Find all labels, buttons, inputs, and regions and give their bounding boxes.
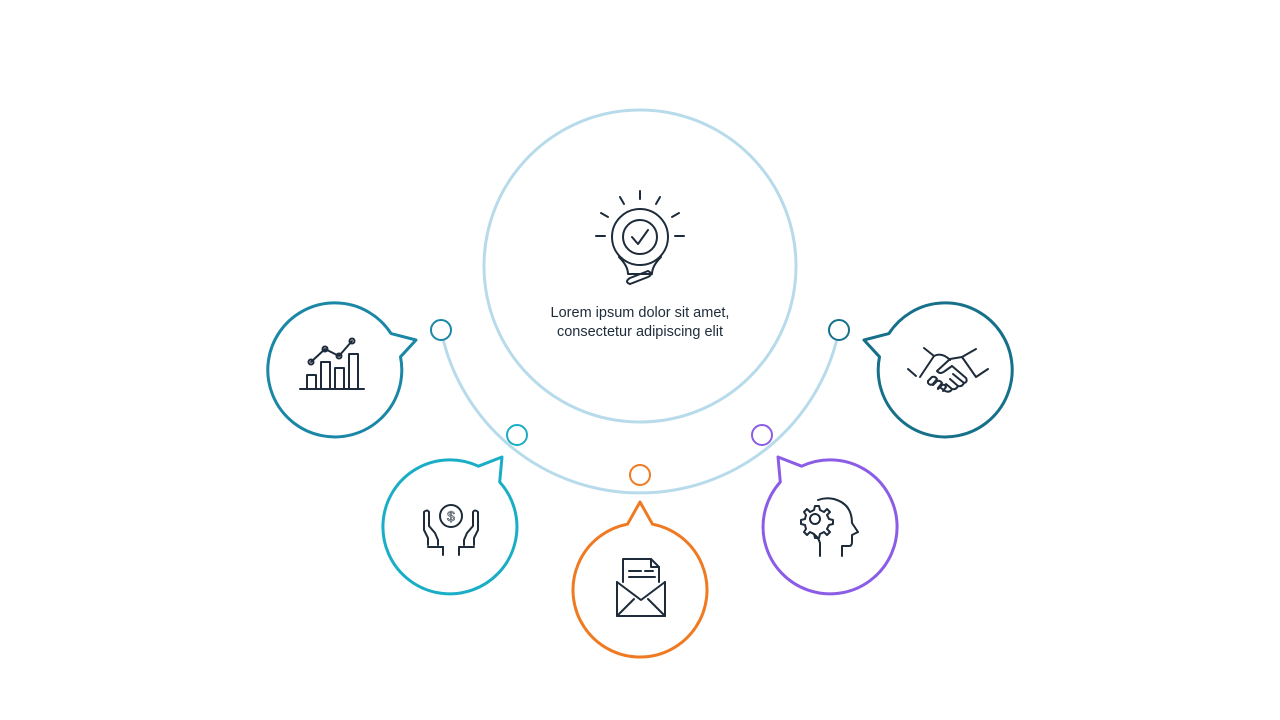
dollar-hands-icon: $ (423, 504, 479, 556)
head-gear-icon (800, 497, 859, 557)
arc-node-handshake (828, 319, 850, 341)
arc-node-mail (629, 464, 651, 486)
center-circle (482, 108, 798, 424)
handshake-icon (907, 347, 989, 393)
arc-node-mind-gear (751, 424, 773, 446)
arc-node-growth-chart (430, 319, 452, 341)
arc-node-money-hands (506, 424, 528, 446)
svg-text:$: $ (447, 508, 455, 524)
bubble-growth-chart (266, 301, 418, 439)
bubble-money-hands (381, 455, 519, 596)
lightbulb-check-icon (595, 190, 685, 285)
envelope-document-icon (616, 558, 666, 617)
connector-arc (439, 329, 841, 495)
bubble-mail (571, 500, 709, 659)
center-description: Lorem ipsum dolor sit amet, consectetur … (550, 305, 730, 340)
bar-chart-growth-icon (299, 337, 365, 390)
